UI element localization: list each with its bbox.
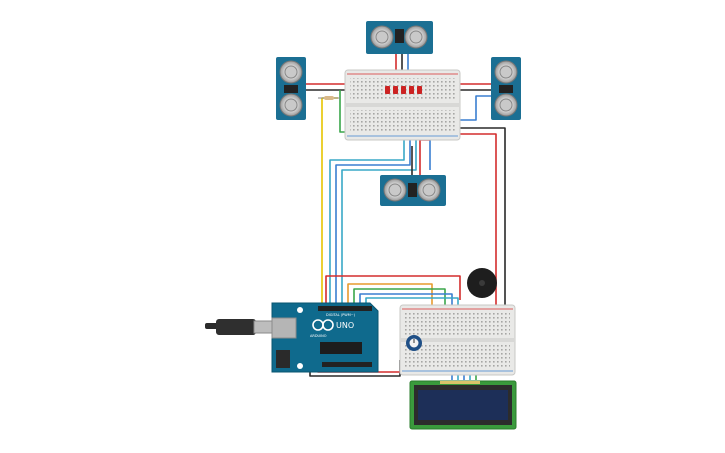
ultrasonic-sensor-left bbox=[276, 57, 306, 120]
led-1 bbox=[385, 86, 390, 94]
wire-red-arduino bbox=[325, 275, 461, 312]
arduino-model-label: UNO bbox=[336, 321, 354, 330]
wire-cyan-3 bbox=[341, 128, 417, 312]
wire-orange-1 bbox=[347, 283, 433, 318]
led-3 bbox=[401, 86, 406, 94]
piezo-buzzer bbox=[467, 268, 497, 298]
led-4 bbox=[409, 86, 414, 94]
wire-cyan-1 bbox=[329, 128, 405, 312]
wire-black-right bbox=[458, 127, 506, 305]
usb-cable bbox=[205, 319, 273, 335]
arduino-logo bbox=[312, 319, 334, 331]
arduino-subtitle-label: DIGITAL (PWM~) bbox=[326, 313, 356, 317]
ultrasonic-sensor-top bbox=[366, 21, 433, 54]
breadboard-bottom bbox=[399, 304, 516, 376]
arduino-brand-label: ARDUINO bbox=[310, 334, 327, 338]
resistor bbox=[318, 96, 340, 100]
led-2 bbox=[393, 86, 398, 94]
led-5 bbox=[417, 86, 422, 94]
ultrasonic-sensor-right bbox=[491, 57, 521, 120]
potentiometer bbox=[406, 335, 422, 351]
wire-mid-red bbox=[419, 139, 430, 178]
wire-cyan-2 bbox=[335, 128, 411, 312]
lcd-pins bbox=[440, 381, 480, 384]
lcd-display bbox=[409, 380, 517, 430]
led-row bbox=[385, 86, 422, 94]
breadboard-top bbox=[318, 69, 461, 141]
arduino-uno-board: UNO DIGITAL (PWM~) ARDUINO bbox=[271, 302, 379, 373]
wire-red-right bbox=[455, 133, 497, 305]
ultrasonic-sensor-middle bbox=[380, 175, 446, 206]
